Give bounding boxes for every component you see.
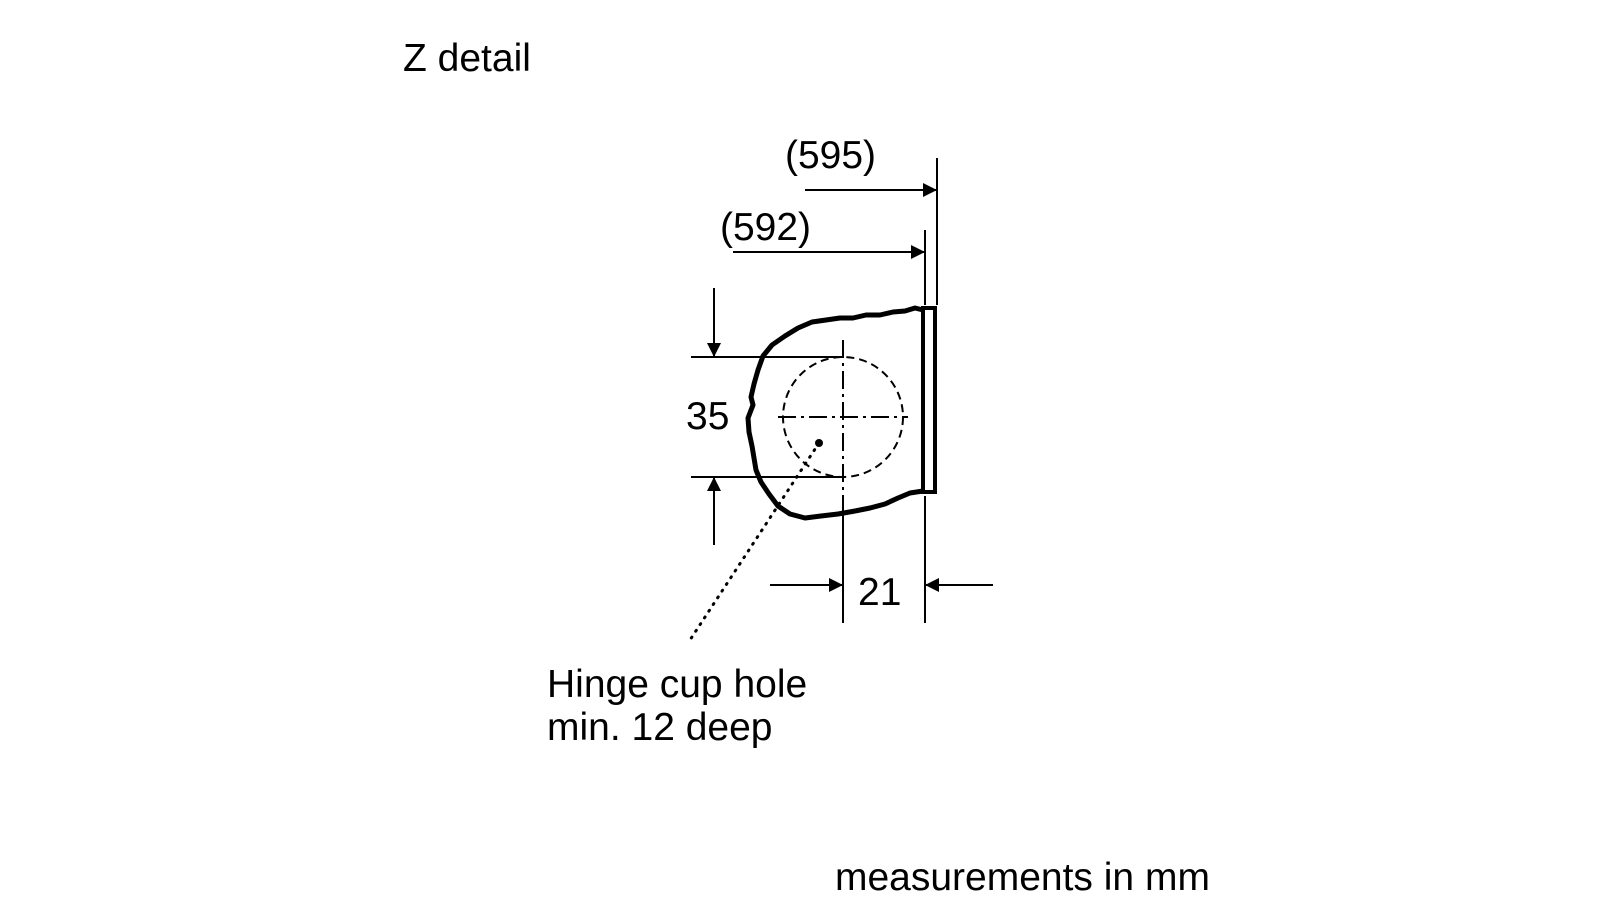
dim-label-592: (592) xyxy=(720,206,812,249)
hinge-note-line-1: Hinge cup hole xyxy=(547,663,808,706)
dim-label-595: (595) xyxy=(785,134,877,177)
drawing-title: Z detail xyxy=(403,37,531,80)
dim-label-21: 21 xyxy=(858,571,902,614)
hinge-note-line-2: min. 12 deep xyxy=(547,706,773,749)
panel-breakout-outline xyxy=(745,305,924,521)
door-edge xyxy=(921,306,937,494)
dim-label-35: 35 xyxy=(686,395,730,438)
leader-line xyxy=(686,441,821,645)
units-note: measurements in mm xyxy=(835,856,1210,899)
leader-dot xyxy=(815,439,823,447)
